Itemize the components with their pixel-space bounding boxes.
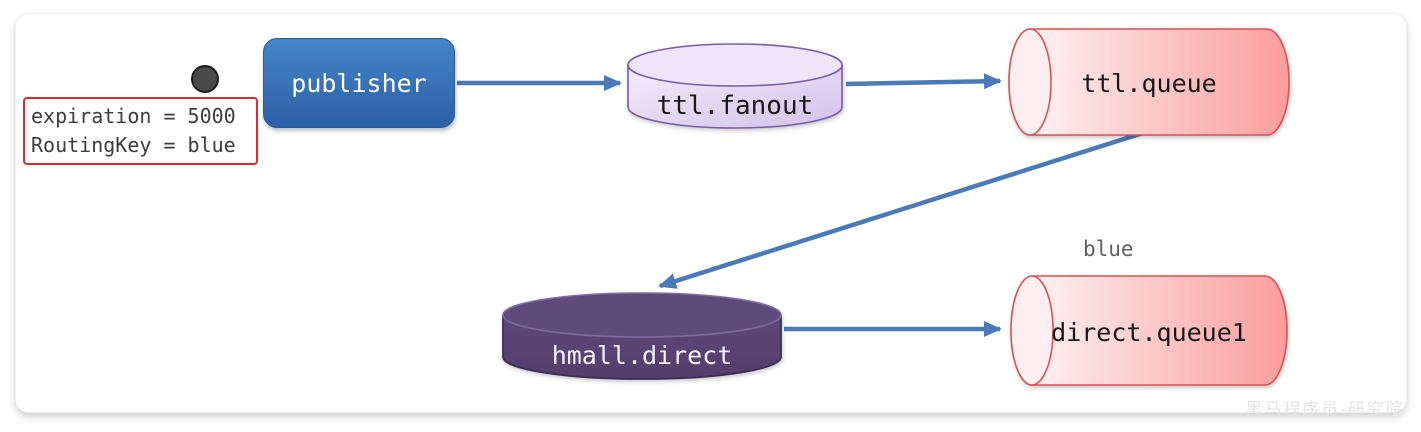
ttl-fanout-label: ttl.fanout: [656, 91, 814, 121]
hmall-direct-cylinder-shape: [502, 292, 782, 380]
publisher-label: publisher: [291, 68, 427, 98]
fanout-cylinder-shape: [627, 43, 843, 129]
watermark: 黑马程序员-研究院: [1245, 400, 1405, 420]
ttl-queue-cylinder-shape: [1008, 28, 1290, 136]
ttl-queue-label: ttl.queue: [1081, 69, 1217, 98]
node-publisher: publisher: [263, 38, 455, 128]
annotation-routing-key: RoutingKey = blue: [31, 133, 236, 157]
message-dot-icon: [191, 65, 219, 93]
message-properties-box: expiration = 5000 RoutingKey = blue: [23, 97, 258, 165]
node-ttl-queue: ttl.queue: [1008, 28, 1290, 136]
direct-queue1-cylinder-shape: [1010, 275, 1288, 386]
node-direct-queue1: direct.queue1: [1010, 275, 1288, 386]
routing-key-blue-label: blue: [1083, 237, 1134, 261]
annotation-expiration: expiration = 5000: [31, 104, 236, 128]
node-hmall-direct: hmall.direct: [502, 292, 782, 381]
direct-queue1-label: direct.queue1: [1051, 318, 1247, 347]
hmall-direct-label: hmall.direct: [551, 341, 733, 370]
node-ttl-fanout: ttl.fanout: [627, 43, 843, 131]
